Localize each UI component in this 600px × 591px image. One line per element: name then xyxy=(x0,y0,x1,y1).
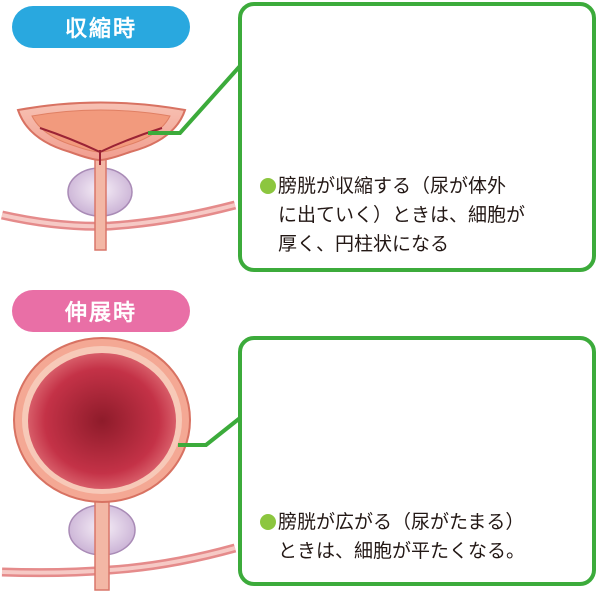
connector-line xyxy=(178,416,242,447)
connector-line xyxy=(148,64,242,135)
contracted-caption: 膀胱が収縮する（尿が体外 に出ていく）ときは、細胞が 厚く、円柱状になる xyxy=(260,172,590,259)
caption-line: に出ていく）ときは、細胞が xyxy=(278,204,526,226)
expanded-bladder-illustration xyxy=(1,337,237,591)
caption-line: 厚く、円柱状になる xyxy=(278,233,450,255)
caption-line: ときは、細胞が平たくなる。 xyxy=(278,540,526,562)
caption-line: 膀胱が広がる（尿がたまる） xyxy=(278,511,525,533)
expanded-caption: 膀胱が広がる（尿がたまる） ときは、細胞が平たくなる。 xyxy=(260,508,590,566)
expanded-info-panel: 膀胱が広がる（尿がたまる） ときは、細胞が平たくなる。 xyxy=(238,336,596,586)
contracted-label: 収縮時 xyxy=(12,6,190,48)
bullet-icon xyxy=(260,178,276,194)
bullet-icon xyxy=(260,514,276,530)
caption-line: 膀胱が収縮する（尿が体外 xyxy=(278,175,507,197)
contracted-info-panel: 膀胱が収縮する（尿が体外 に出ていく）ときは、細胞が 厚く、円柱状になる xyxy=(238,2,596,272)
contracted-bladder-illustration xyxy=(1,101,237,251)
expanded-label: 伸展時 xyxy=(12,290,190,332)
